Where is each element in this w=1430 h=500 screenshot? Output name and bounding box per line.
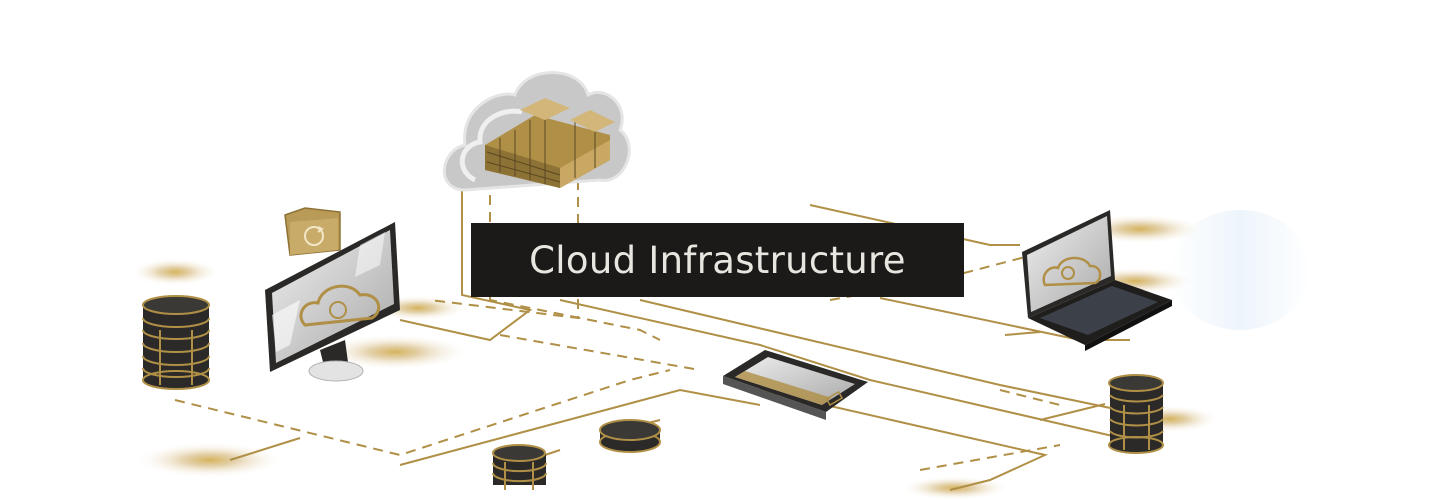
coin-stack-icon	[492, 444, 547, 490]
title-banner: Cloud Infrastructure	[471, 223, 964, 297]
blue-glow	[1170, 210, 1310, 330]
tablet-icon	[723, 350, 868, 420]
banner-title: Cloud Infrastructure	[529, 238, 906, 282]
database-stack-icon	[142, 295, 210, 390]
laptop-icon	[1022, 210, 1172, 351]
server-rack-icon	[485, 98, 615, 188]
coin-stack-icon	[599, 419, 661, 453]
database-stack-icon	[1108, 374, 1164, 454]
folder-sync-icon	[284, 207, 341, 256]
monitor-icon	[265, 222, 400, 382]
